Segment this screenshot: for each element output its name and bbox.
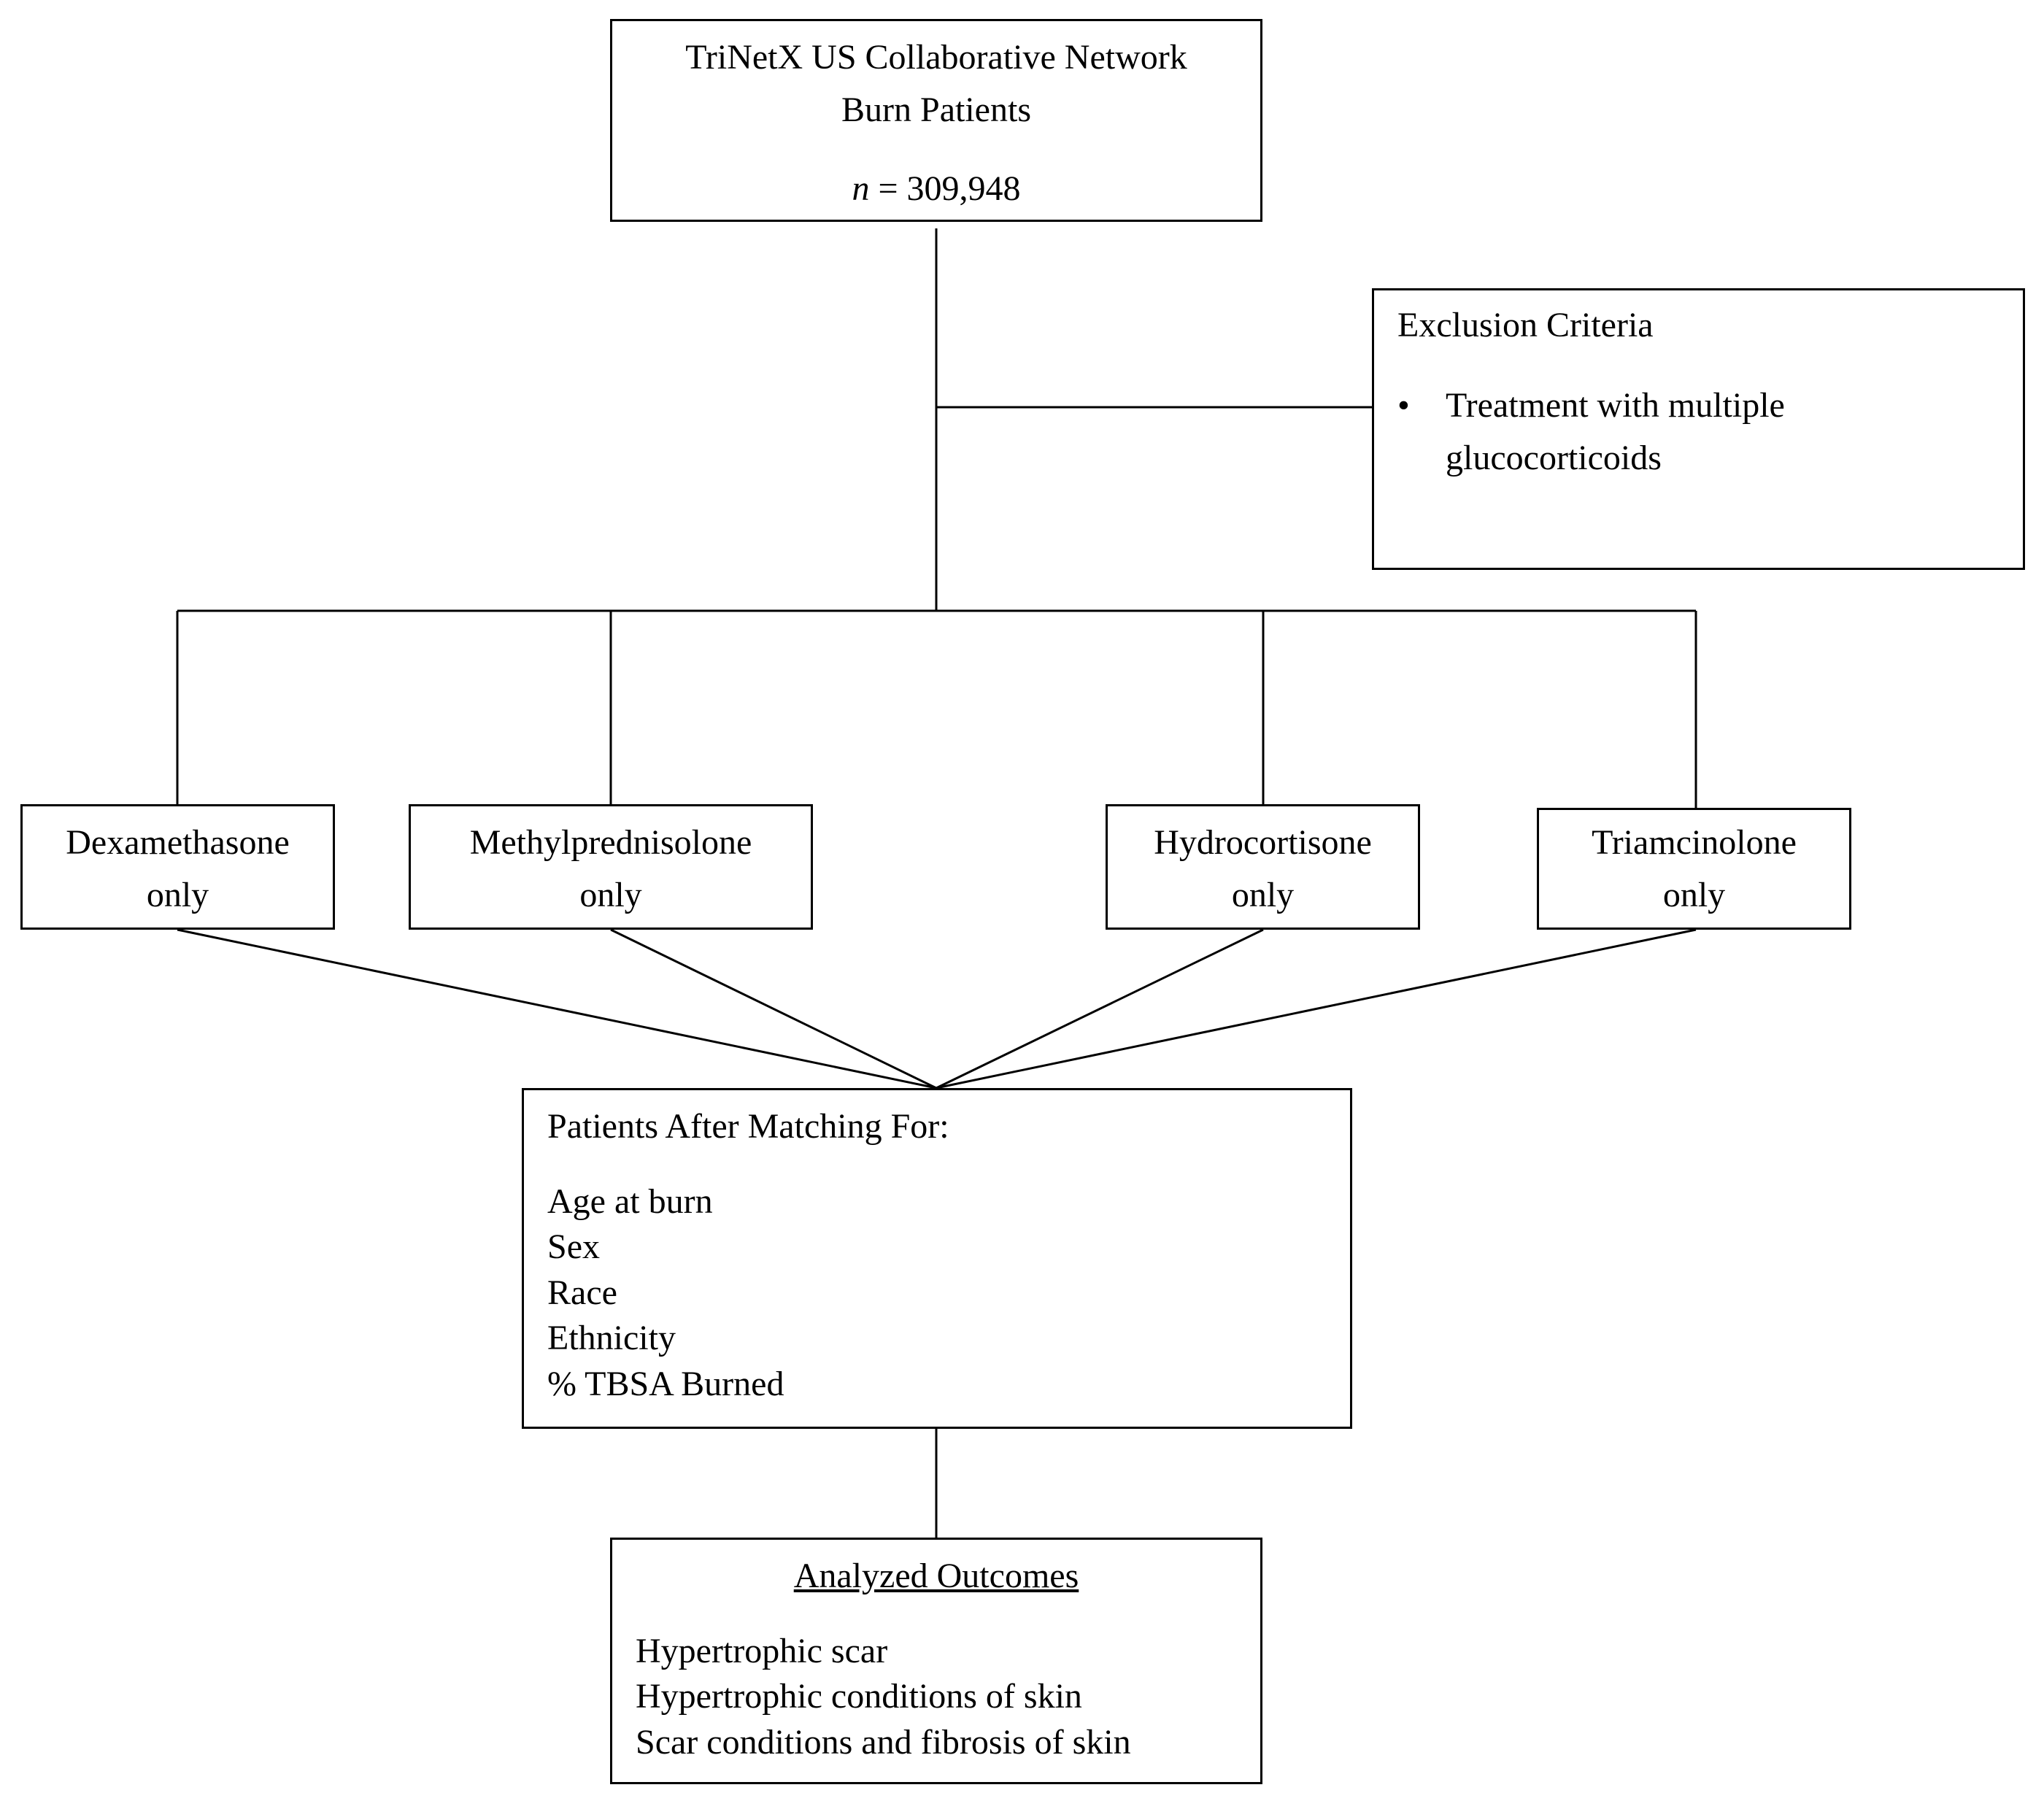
outcome-item: Hypertrophic conditions of skin — [636, 1677, 1082, 1716]
source-network-label: TriNetX US Collaborative Network — [685, 38, 1187, 77]
group-box-methylprednisolone: Methylprednisolone only — [409, 804, 813, 930]
group-name: Dexamethasone — [66, 823, 290, 862]
connector-converge-dexamethasone — [177, 928, 937, 1090]
exclusion-item-line2: glucocorticoids — [1446, 439, 1662, 477]
source-population-label: Burn Patients — [841, 90, 1031, 129]
source-population-box: TriNetX US Collaborative Network Burn Pa… — [610, 19, 1262, 222]
group-qualifier: only — [146, 876, 209, 914]
exclusion-item-line1: Treatment with multiple — [1446, 386, 1785, 425]
group-qualifier: only — [1662, 876, 1726, 914]
n-symbol: n — [852, 169, 870, 208]
group-name: Methylprednisolone — [469, 823, 752, 862]
exclusion-item: • Treatment with multiple glucocorticoid… — [1397, 379, 2023, 485]
connector-converge-hydrocortisone — [936, 928, 1264, 1090]
group-qualifier: only — [1231, 876, 1295, 914]
exclusion-title: Exclusion Criteria — [1397, 306, 1654, 344]
analyzed-outcomes-box: Analyzed Outcomes Hypertrophic scar Hype… — [610, 1538, 1262, 1784]
bullet-icon: • — [1397, 386, 1410, 425]
outcome-item: Hypertrophic scar — [636, 1632, 888, 1670]
group-qualifier: only — [579, 876, 642, 914]
exclusion-criteria-box: Exclusion Criteria • Treatment with mult… — [1372, 288, 2025, 570]
outcomes-list: Hypertrophic scar Hypertrophic condition… — [612, 1629, 1260, 1765]
group-box-triamcinolone: Triamcinolone only — [1537, 808, 1851, 930]
group-name: Triamcinolone — [1592, 823, 1797, 862]
source-count: n = 309,948 — [612, 163, 1260, 215]
group-box-hydrocortisone: Hydrocortisone only — [1106, 804, 1420, 930]
matching-title: Patients After Matching For: — [547, 1107, 949, 1146]
group-box-dexamethasone: Dexamethasone only — [20, 804, 335, 930]
matching-item: Ethnicity — [547, 1319, 676, 1358]
matching-item: Age at burn — [547, 1182, 713, 1221]
group-name: Hydrocortisone — [1154, 823, 1372, 862]
outcomes-title: Analyzed Outcomes — [793, 1557, 1079, 1595]
matching-item: Race — [547, 1273, 617, 1312]
matching-box: Patients After Matching For: Age at burn… — [522, 1088, 1352, 1429]
matching-item: % TBSA Burned — [547, 1364, 784, 1403]
matching-item: Sex — [547, 1227, 600, 1267]
connector-converge-triamcinolone — [936, 928, 1697, 1090]
outcome-item: Scar conditions and fibrosis of skin — [636, 1722, 1131, 1762]
n-value: = 309,948 — [878, 169, 1021, 208]
connector-converge-methylprednisolone — [610, 928, 937, 1090]
